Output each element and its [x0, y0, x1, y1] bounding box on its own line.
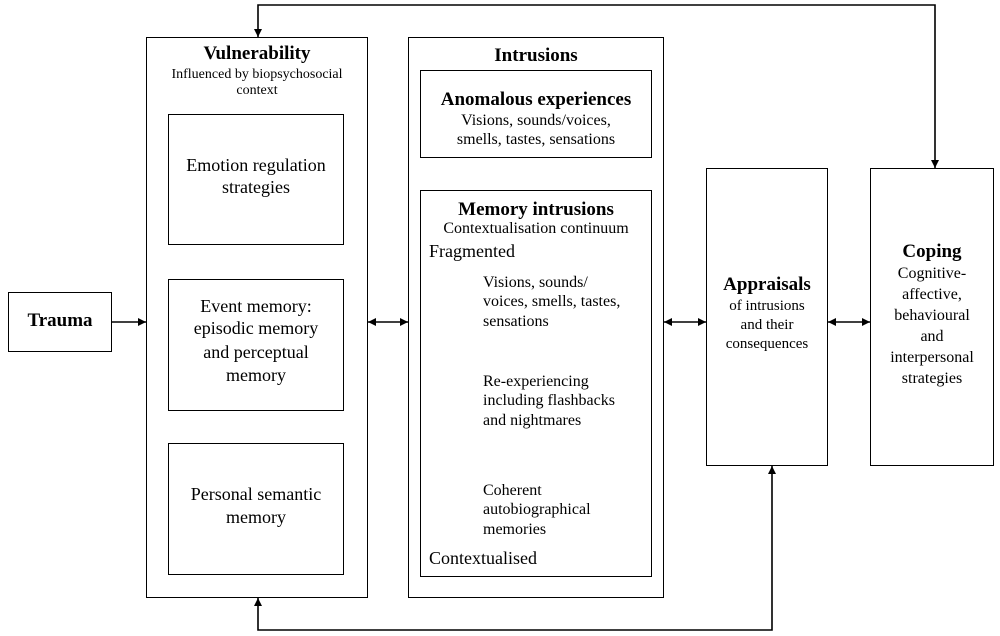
continuum-item-3-line-3: memories — [483, 520, 547, 538]
emotion-regulation-line-1: Emotion regulation — [186, 155, 326, 175]
appraisals-box: Appraisals of intrusions and their conse… — [706, 168, 828, 466]
intrusions-title: Intrusions — [494, 45, 578, 66]
coping-line-5: interpersonal — [890, 349, 974, 366]
appraisals-line-3: consequences — [725, 336, 809, 352]
event-memory-line-1: Event memory: — [200, 296, 312, 316]
continuum-item-3-line-2: autobiographical — [483, 501, 591, 519]
coping-line-4: and — [920, 328, 944, 345]
event-memory-box: Event memory: episodic memory and percep… — [168, 279, 344, 411]
continuum-item-3: Coherent autobiographical memories — [483, 482, 591, 539]
appraisals-title: Appraisals — [723, 274, 811, 295]
emotion-regulation-box: Emotion regulation strategies — [168, 114, 344, 245]
continuum-item-3-line-1: Coherent — [483, 482, 542, 499]
coping-line-2: affective, — [902, 286, 962, 303]
event-memory-line-2: episodic memory — [193, 318, 319, 338]
event-memory-line-4: memory — [226, 365, 286, 385]
anomalous-experiences-line-1: Visions, sounds/voices, — [461, 112, 611, 129]
continuum-item-1-line-2: voices, smells, tastes, — [483, 293, 621, 311]
personal-semantic-line-1: Personal semantic — [190, 484, 322, 504]
continuum-item-1-line-3: sensations — [483, 312, 549, 330]
continuum-label-fragmented: Fragmented — [429, 241, 515, 261]
coping-box: Coping Cognitive- affective, behavioural… — [870, 168, 994, 466]
continuum-item-2-line-3: and nightmares — [483, 411, 582, 429]
personal-semantic-line-2: memory — [226, 507, 286, 527]
continuum-item-2-line-1: Re-experiencing — [483, 373, 589, 390]
memory-intrusions-title: Memory intrusions — [458, 199, 614, 220]
appraisals-line-2: and their — [740, 317, 794, 333]
arrow-appraisals-to-vulnerability — [254, 466, 776, 631]
vulnerability-title: Vulnerability — [203, 43, 311, 64]
personal-semantic-memory-box: Personal semantic memory — [168, 443, 344, 575]
anomalous-experiences-box: Anomalous experiences Visions, sounds/vo… — [420, 70, 652, 158]
memory-intrusions-subtitle: Contextualisation continuum — [443, 220, 629, 237]
memory-intrusions-box: Memory intrusions Contextualisation cont… — [420, 190, 652, 577]
vulnerability-subtitle-2: context — [236, 83, 278, 98]
coping-title: Coping — [902, 241, 962, 262]
trauma-box: Trauma — [8, 292, 112, 352]
continuum-item-2-line-2: including flashbacks — [483, 392, 615, 410]
trauma-title: Trauma — [27, 310, 93, 331]
vulnerability-subtitle-1: Influenced by biopsychosocial — [171, 67, 343, 82]
continuum-item-1-line-1: Visions, sounds/ — [483, 274, 588, 291]
coping-line-3: behavioural — [894, 307, 970, 324]
anomalous-experiences-line-2: smells, tastes, sensations — [456, 131, 616, 148]
continuum-label-contextualised: Contextualised — [429, 548, 537, 568]
emotion-regulation-line-2: strategies — [222, 177, 290, 197]
anomalous-experiences-title: Anomalous experiences — [440, 89, 632, 110]
continuum-item-1: Visions, sounds/ voices, smells, tastes,… — [483, 274, 620, 331]
appraisals-line-1: of intrusions — [729, 298, 805, 314]
arrow-coping-to-vulnerability — [254, 4, 939, 168]
coping-line-6: strategies — [901, 370, 963, 387]
event-memory-line-3: and perceptual — [203, 342, 309, 362]
continuum-item-2: Re-experiencing including flashbacks and… — [483, 373, 615, 430]
coping-line-1: Cognitive- — [897, 265, 967, 282]
